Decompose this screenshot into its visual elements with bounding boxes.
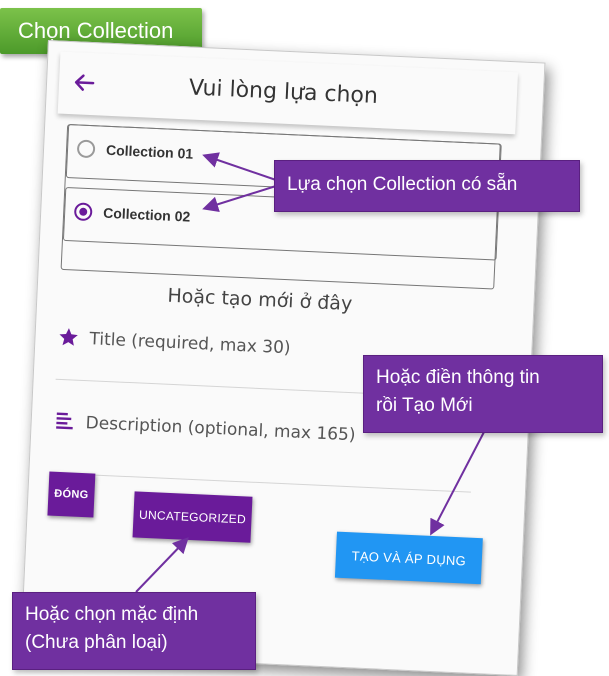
collection-option-label: Collection 02: [102, 204, 191, 225]
callout-default-choice: Hoặc chọn mặc định (Chưa phân loại): [12, 592, 256, 670]
radio-checked-icon[interactable]: [73, 202, 93, 222]
star-icon: [59, 328, 78, 346]
callout-fill-line2: rồi Tạo Mới: [376, 394, 473, 416]
uncategorized-button[interactable]: UNCATEGORIZED: [132, 491, 253, 543]
title-field[interactable]: Title (required, max 30): [55, 324, 477, 403]
arrow-left-icon[interactable]: [70, 68, 97, 97]
create-and-apply-button[interactable]: TẠO VÀ ÁP DỤNG: [334, 531, 483, 585]
app-bar: Vui lòng lựa chọn: [57, 51, 519, 135]
radio-unchecked-icon[interactable]: [76, 139, 96, 159]
callout-fill-line1: Hoặc điền thông tin: [376, 367, 540, 388]
description-input[interactable]: Description (optional, max 165): [85, 413, 356, 446]
create-new-heading: Hoặc tạo mới ở đây: [167, 284, 353, 316]
notes-icon: [56, 412, 73, 430]
callout-existing-collection: Lựa chọn Collection có sẵn: [274, 160, 580, 212]
title-input[interactable]: Title (required, max 30): [89, 329, 291, 359]
page-title: Vui lòng lựa chọn: [188, 75, 379, 110]
close-button[interactable]: ĐÓNG: [47, 471, 96, 518]
callout-default-line1: Hoặc chọn mặc định: [25, 604, 199, 625]
collection-option-label: Collection 01: [105, 141, 194, 162]
description-field[interactable]: Description (optional, max 165): [51, 408, 474, 497]
callout-fill-and-create: Hoặc điền thông tin rồi Tạo Mới: [363, 355, 603, 433]
description-underline: [51, 472, 471, 493]
phone-screenshot: Vui lòng lựa chọn Collection 01 Collecti…: [20, 40, 546, 676]
callout-default-line2: (Chưa phân loại): [25, 631, 168, 653]
